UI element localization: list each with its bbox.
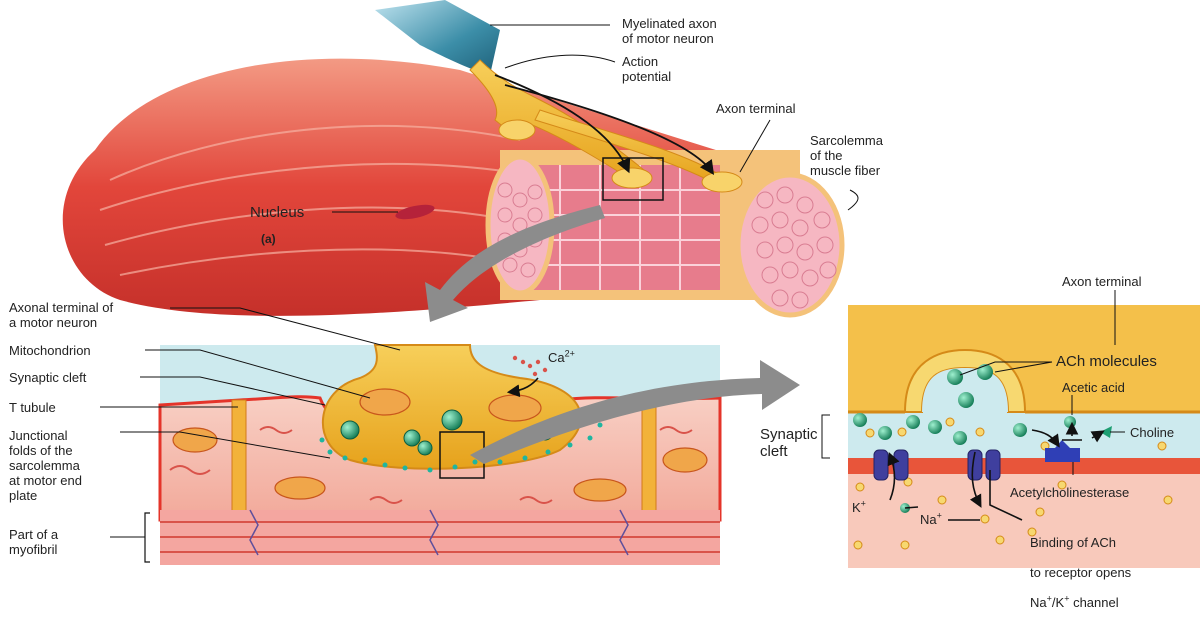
calcium-charge: 2+ (565, 349, 575, 359)
potassium-charge: + (861, 499, 866, 509)
fibril-face-right (738, 175, 842, 315)
label-panel-a-tag: (a) (261, 232, 276, 247)
label-calcium: Ca2+ (548, 350, 575, 365)
label-binding-ach: Binding of ACh to receptor opens Na+/K+ … (1030, 520, 1131, 625)
potassium-text: K (852, 500, 861, 515)
axon-terminal-left (499, 120, 535, 140)
sodium-charge: + (937, 511, 942, 521)
label-nucleus: Nucleus (250, 204, 304, 221)
label-mitochondrion: Mitochondrion (9, 343, 91, 358)
label-t-tubule: T tubule (9, 400, 56, 415)
acetylcholinesterase-shape (1045, 448, 1080, 462)
label-junctional-folds: Junctional folds of the sarcolemma at mo… (9, 428, 82, 503)
label-axonal-terminal: Axonal terminal of a motor neuron (9, 300, 113, 330)
label-ach-molecules: ACh molecules (1056, 353, 1157, 370)
myofibril-bracket (145, 513, 150, 562)
label-acetylcholinesterase: Acetylcholinesterase (1010, 485, 1129, 500)
t-tubule-left (232, 400, 246, 515)
binding-line-3: Na+/K+ channel (1030, 595, 1131, 610)
label-potassium: K+ (852, 500, 866, 515)
binding-na: Na (1030, 595, 1047, 610)
label-synaptic-cleft-c: Synaptic cleft (760, 426, 818, 460)
axon-terminal-right (702, 172, 742, 192)
label-synaptic-cleft-b: Synaptic cleft (9, 370, 86, 385)
label-axon-terminal-a: Axon terminal (716, 101, 795, 116)
axon-terminal-mid (612, 168, 652, 188)
label-acetic-acid: Acetic acid (1062, 380, 1125, 395)
panel-b-motor-end-plate (100, 308, 720, 565)
binding-line-2: to receptor opens (1030, 565, 1131, 580)
label-myelinated-axon: Myelinated axon of motor neuron (622, 16, 717, 46)
binding-line-1: Binding of ACh (1030, 535, 1131, 550)
sodium-text: Na (920, 512, 937, 527)
label-sodium: Na+ (920, 512, 942, 527)
t-tubule-right (642, 400, 656, 515)
label-choline: Choline (1130, 425, 1174, 440)
binding-k: /K (1052, 595, 1064, 610)
binding-channel: channel (1069, 595, 1118, 610)
label-axon-terminal-c: Axon terminal (1062, 274, 1141, 289)
calcium-text: Ca (548, 350, 565, 365)
label-action-potential: Action potential (622, 54, 671, 84)
label-sarcolemma: Sarcolemma of the muscle fiber (810, 133, 883, 178)
label-myofibril: Part of a myofibril (9, 527, 58, 557)
